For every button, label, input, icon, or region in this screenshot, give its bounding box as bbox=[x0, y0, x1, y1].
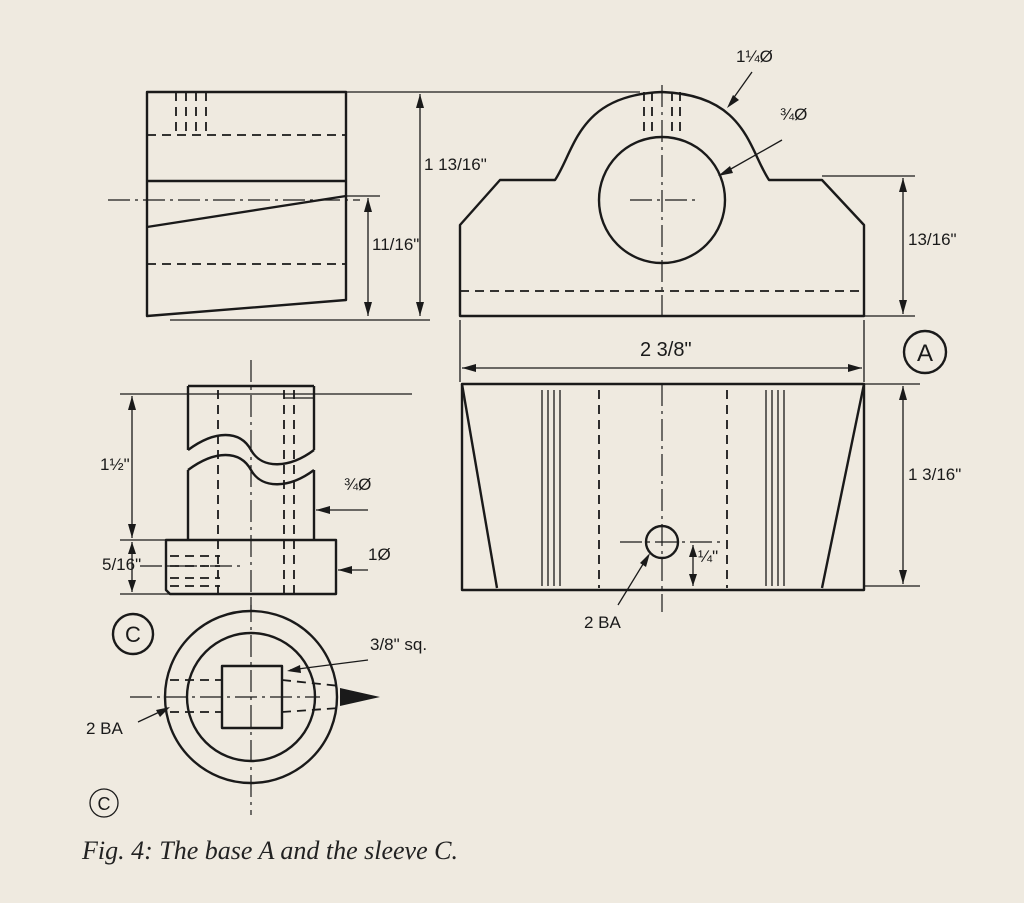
sleeve-end-view bbox=[130, 600, 380, 815]
label-c: C bbox=[125, 622, 141, 647]
front-view-base bbox=[458, 71, 915, 382]
label-c-circle bbox=[111, 612, 155, 656]
dim-width-base: 2 3/8" bbox=[640, 339, 692, 361]
dim-hole-height: ¼" bbox=[698, 547, 718, 566]
label-a: A bbox=[917, 340, 933, 367]
dim-sleeve-length: 1½" bbox=[100, 455, 130, 474]
plan-view-base bbox=[460, 382, 920, 612]
dim-square-size: 3/8" sq. bbox=[370, 635, 427, 654]
tapping-base: 2 BA bbox=[584, 613, 622, 632]
dim-depth-base: 1 3/16" bbox=[908, 465, 961, 484]
figure-caption: Fig. 4: The base A and the sleeve C. bbox=[82, 836, 458, 865]
label-c-small: C bbox=[98, 794, 111, 814]
dim-height-shoulder: 13/16" bbox=[908, 230, 957, 249]
dim-shank-dia: ¾Ø bbox=[344, 475, 371, 494]
dim-bore-dia: ¾Ø bbox=[780, 105, 807, 124]
sleeve-elevation bbox=[120, 360, 412, 610]
dim-height-total: 1 13/16" bbox=[424, 155, 487, 174]
dim-flange-dia: 1Ø bbox=[368, 545, 391, 564]
side-view-base bbox=[108, 90, 640, 321]
dim-boss-dia: 1¼Ø bbox=[736, 47, 773, 66]
dim-flange-thick: 5/16" bbox=[102, 555, 141, 574]
tapping-sleeve: 2 BA bbox=[86, 719, 124, 738]
label-a-circle bbox=[902, 329, 948, 375]
dim-height-wedge: 11/16" bbox=[372, 235, 419, 254]
label-c-small-circle bbox=[89, 788, 119, 818]
